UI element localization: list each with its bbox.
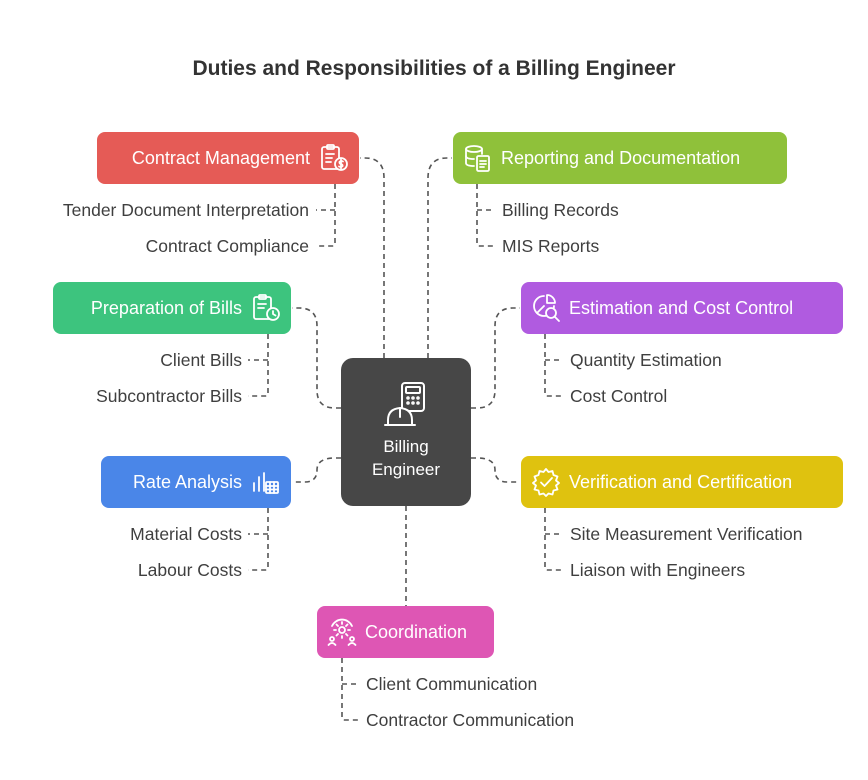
center-node: Billing Engineer [341,358,471,506]
rate-item-2: Labour Costs [137,560,242,580]
node-estimation-and-cost-control: Estimation and Cost Control [521,282,843,334]
node-label: Estimation and Cost Control [569,297,794,318]
rate-item-1: Material Costs [130,524,242,544]
node-verification-and-certification: Verification and Certification [521,456,843,508]
engineer-calculator-icon [384,382,425,426]
node-label: Verification and Certification [569,471,793,492]
center-label-line1: Billing [383,437,429,456]
node-label: Rate Analysis [132,471,242,492]
clipboard-clock-icon [251,293,281,323]
contract-item-2: Contract Compliance [145,236,309,256]
reporting-item-1: Billing Records [502,200,619,220]
node-coordination: Coordination [317,606,494,658]
database-document-icon [463,143,493,173]
pie-search-icon [531,293,561,323]
node-label: Coordination [365,621,468,642]
estimation-item-1: Quantity Estimation [570,350,722,370]
node-preparation-of-bills: Preparation of Bills [53,282,291,334]
verification-item-1: Site Measurement Verification [570,524,803,544]
node-label: Preparation of Bills [90,297,242,318]
node-label: Contract Management [131,147,310,168]
estimation-item-2: Cost Control [570,386,668,406]
node-label: Reporting and Documentation [501,147,741,168]
preparation-item-2: Subcontractor Bills [96,386,242,406]
node-rate-analysis: Rate Analysis [101,456,291,508]
node-reporting-and-documentation: Reporting and Documentation [453,132,787,184]
coordination-item-2: Contractor Communication [366,710,575,730]
node-contract-management: Contract Management [97,132,359,184]
contract-item-1: Tender Document Interpretation [62,200,309,220]
verification-item-2: Liaison with Engineers [570,560,746,580]
gear-check-icon [531,467,561,497]
team-network-icon [327,617,357,647]
center-label-line2: Engineer [371,460,441,479]
clipboard-dollar-icon [319,143,349,173]
chart-table-icon [251,467,281,497]
coordination-item-1: Client Communication [366,674,538,694]
preparation-item-1: Client Bills [160,350,242,370]
page-title: Duties and Responsibilities of a Billing… [192,57,676,80]
reporting-item-2: MIS Reports [502,236,600,256]
